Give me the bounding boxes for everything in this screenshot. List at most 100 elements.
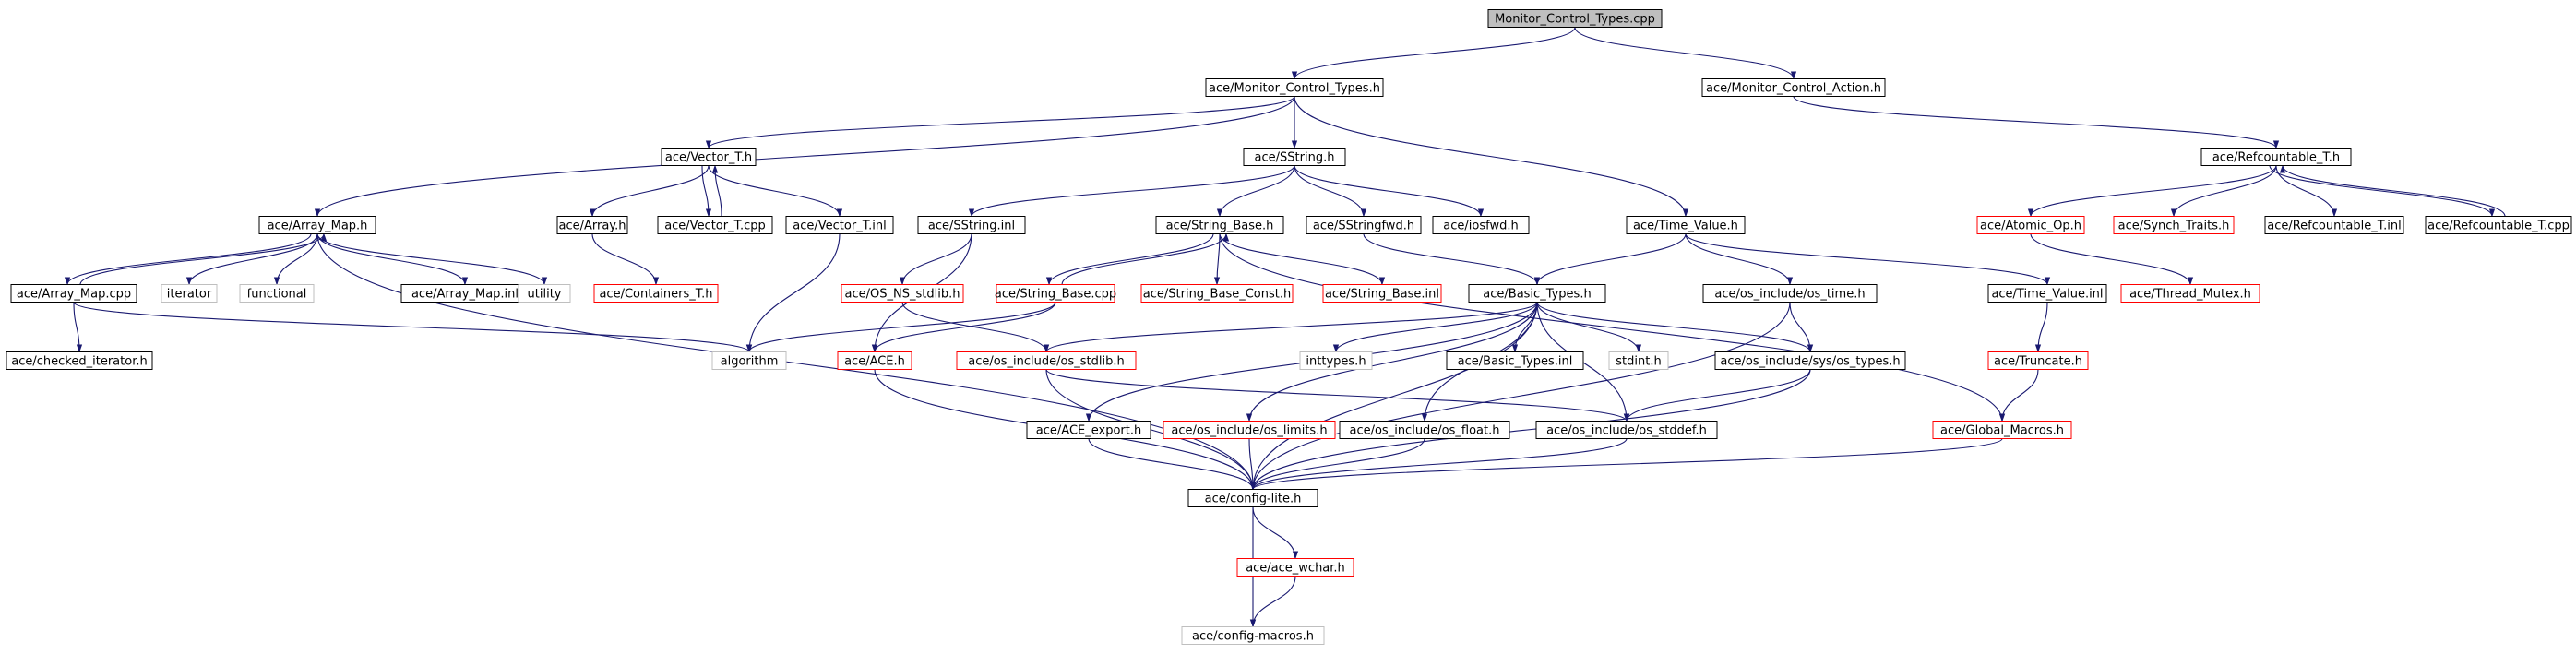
file-node-arraymap-h[interactable]: ace/Array_Map.h bbox=[258, 216, 376, 234]
node-label: ace/Basic_Types.h bbox=[1483, 288, 1591, 302]
file-node-array-h[interactable]: ace/Array.h bbox=[556, 216, 628, 234]
file-node-algorithm[interactable]: algorithm bbox=[711, 351, 787, 370]
file-node-stringbase-h[interactable]: ace/String_Base.h bbox=[1155, 216, 1284, 234]
node-label: ace/Vector_T.h bbox=[665, 151, 752, 165]
edge-globalmacros-h-to-configlite-h bbox=[1250, 438, 2003, 491]
file-node-stringbaseconst-h[interactable]: ace/String_Base_Const.h bbox=[1140, 284, 1294, 303]
file-node-utility[interactable]: utility bbox=[518, 284, 571, 303]
edge-mct-h-to-arraymap-h bbox=[314, 96, 1295, 218]
edge-basictypes-h-to-os-types-h bbox=[1536, 302, 1814, 353]
node-box bbox=[2425, 216, 2572, 234]
file-node-arraymap-inl[interactable]: ace/Array_Map.inl bbox=[400, 284, 530, 303]
file-node-basictypes-h[interactable]: ace/Basic_Types.h bbox=[1468, 284, 1606, 303]
node-box bbox=[1306, 216, 1422, 234]
node-label: ace/Synch_Traits.h bbox=[2118, 220, 2230, 233]
edge-osns-stdlib-h-to-os-stdlib-h bbox=[901, 302, 1050, 353]
file-node-atomicop-h[interactable]: ace/Atomic_Op.h bbox=[1976, 216, 2085, 234]
edge-mct-h-to-timevalue-h bbox=[1294, 96, 1689, 218]
edge-basictypes-h-to-configlite-h bbox=[1249, 302, 1538, 491]
file-node-iterator[interactable]: iterator bbox=[161, 284, 218, 303]
edge-arraymap-h-to-iterator bbox=[185, 233, 318, 286]
file-node-sstring-inl[interactable]: ace/SString.inl bbox=[917, 216, 1026, 234]
file-node-synchtraits-h[interactable]: ace/Synch_Traits.h bbox=[2113, 216, 2235, 234]
file-node-timevalue-h[interactable]: ace/Time_Value.h bbox=[1626, 216, 1746, 234]
node-box bbox=[1140, 284, 1294, 303]
file-node-timevalue-inl[interactable]: ace/Time_Value.inl bbox=[1987, 284, 2107, 303]
edge-arraymap-h-to-arraymap-cpp bbox=[64, 233, 312, 286]
edge-sstringfwd-h-to-basictypes-h bbox=[1363, 233, 1541, 286]
file-node-os-limits-h[interactable]: ace/os_include/os_limits.h bbox=[1163, 421, 1336, 439]
file-node-acewchar-h[interactable]: ace/ace_wchar.h bbox=[1236, 558, 1354, 577]
file-node-vector-inl[interactable]: ace/Vector_T.inl bbox=[785, 216, 894, 234]
file-node-os-stddef-h[interactable]: ace/os_include/os_stddef.h bbox=[1535, 421, 1718, 439]
node-box bbox=[956, 351, 1137, 370]
file-node-configmacros-h[interactable]: ace/config-macros.h bbox=[1181, 626, 1325, 645]
file-node-ace-export-h[interactable]: ace/ACE_export.h bbox=[1026, 421, 1151, 439]
edge-arraymap-h-to-utility bbox=[316, 233, 548, 286]
file-node-vector-h[interactable]: ace/Vector_T.h bbox=[661, 148, 757, 166]
edge-vector-h-to-vector-inl bbox=[708, 165, 843, 218]
node-label: ace/Global_Macros.h bbox=[1940, 424, 2064, 438]
edge-arraymap-h-to-arraymap-inl bbox=[316, 233, 469, 286]
file-node-os-types-h[interactable]: ace/os_include/sys/os_types.h bbox=[1714, 351, 1906, 370]
file-node-os-time-h[interactable]: ace/os_include/os_time.h bbox=[1702, 284, 1878, 303]
file-node-mca-h[interactable]: ace/Monitor_Control_Action.h bbox=[1701, 78, 1886, 97]
edge-basictypes-h-to-stdint-h bbox=[1536, 302, 1642, 353]
node-box bbox=[258, 216, 376, 234]
node-box bbox=[1932, 421, 2072, 439]
node-box bbox=[1487, 9, 1663, 28]
edge-os-stdlib-h-to-os-stddef-h bbox=[1045, 369, 1629, 422]
edge-mct-h-to-vector-h bbox=[706, 96, 1295, 149]
file-node-vector-cpp[interactable]: ace/Vector_T.cpp bbox=[657, 216, 773, 234]
edge-os-time-h-to-configlite-h bbox=[1249, 302, 1791, 491]
node-box bbox=[1714, 351, 1906, 370]
node-label: ace/SString.inl bbox=[928, 220, 1015, 233]
node-label: ace/Containers_T.h bbox=[599, 288, 712, 302]
file-node-basictypes-inl[interactable]: ace/Basic_Types.inl bbox=[1446, 351, 1584, 370]
file-node-sstring-h[interactable]: ace/SString.h bbox=[1243, 148, 1346, 166]
file-node-arraymap-cpp[interactable]: ace/Array_Map.cpp bbox=[10, 284, 137, 303]
node-label: ace/config-lite.h bbox=[1205, 493, 1302, 506]
node-box bbox=[1987, 351, 2089, 370]
file-node-os-stdlib-h[interactable]: ace/os_include/os_stdlib.h bbox=[956, 351, 1137, 370]
node-box bbox=[2264, 216, 2404, 234]
edge-os-float-h-to-configlite-h bbox=[1249, 438, 1425, 491]
file-node-stringbase-cpp[interactable]: ace/String_Base.cpp bbox=[995, 284, 1116, 303]
edge-stringbase-h-to-globalmacros-h bbox=[1219, 233, 2006, 422]
file-node-ace-h[interactable]: ace/ACE.h bbox=[837, 351, 912, 370]
file-node-iosfwd-h[interactable]: ace/iosfwd.h bbox=[1432, 216, 1530, 234]
file-node-osns-stdlib-h[interactable]: ace/OS_NS_stdlib.h bbox=[841, 284, 964, 303]
edge-sstring-h-to-sstringfwd-h bbox=[1294, 165, 1367, 218]
file-node-refcount-h[interactable]: ace/Refcountable_T.h bbox=[2200, 148, 2352, 166]
file-node-sstringfwd-h[interactable]: ace/SStringfwd.h bbox=[1306, 216, 1422, 234]
node-label: ace/Refcountable_T.cpp bbox=[2427, 220, 2570, 233]
edge-atomicop-h-to-threadmutex-h bbox=[2030, 233, 2194, 286]
node-label: ace/Array_Map.h bbox=[268, 220, 368, 233]
node-box bbox=[1468, 284, 1606, 303]
file-node-threadmutex-h[interactable]: ace/Thread_Mutex.h bbox=[2120, 284, 2260, 303]
edge-sstring-h-to-iosfwd-h bbox=[1294, 165, 1485, 218]
file-node-globalmacros-h[interactable]: ace/Global_Macros.h bbox=[1932, 421, 2072, 439]
node-box bbox=[1181, 626, 1325, 645]
file-node-stringbase-inl[interactable]: ace/String_Base.inl bbox=[1322, 284, 1442, 303]
file-node-containers-h[interactable]: ace/Containers_T.h bbox=[593, 284, 719, 303]
file-node-mct-h[interactable]: ace/Monitor_Control_Types.h bbox=[1205, 78, 1384, 97]
file-node-refcount-cpp[interactable]: ace/Refcountable_T.cpp bbox=[2425, 216, 2572, 234]
file-node-configlite-h[interactable]: ace/config-lite.h bbox=[1187, 489, 1318, 507]
file-node-checkediter-h[interactable]: ace/checked_iterator.h bbox=[6, 351, 153, 370]
file-node-functional[interactable]: functional bbox=[239, 284, 315, 303]
node-box bbox=[1446, 351, 1584, 370]
file-node-os-float-h[interactable]: ace/os_include/os_float.h bbox=[1339, 421, 1510, 439]
node-box bbox=[1236, 558, 1354, 577]
edge-configlite-h-to-acewchar-h bbox=[1252, 506, 1299, 560]
file-node-truncate-h[interactable]: ace/Truncate.h bbox=[1987, 351, 2089, 370]
file-node-root[interactable]: Monitor_Control_Types.cpp bbox=[1487, 9, 1663, 28]
file-node-refcount-inl[interactable]: ace/Refcountable_T.inl bbox=[2264, 216, 2404, 234]
file-node-stdint-h[interactable]: stdint.h bbox=[1608, 351, 1669, 370]
node-label: ace/os_include/os_stdlib.h bbox=[968, 355, 1124, 369]
edge-arraymap-h-to-functional bbox=[273, 233, 318, 286]
node-box bbox=[2120, 284, 2260, 303]
edge-sstring-h-to-sstring-inl bbox=[968, 165, 1295, 218]
file-node-inttypes-h[interactable]: inttypes.h bbox=[1299, 351, 1373, 370]
node-box bbox=[10, 284, 137, 303]
